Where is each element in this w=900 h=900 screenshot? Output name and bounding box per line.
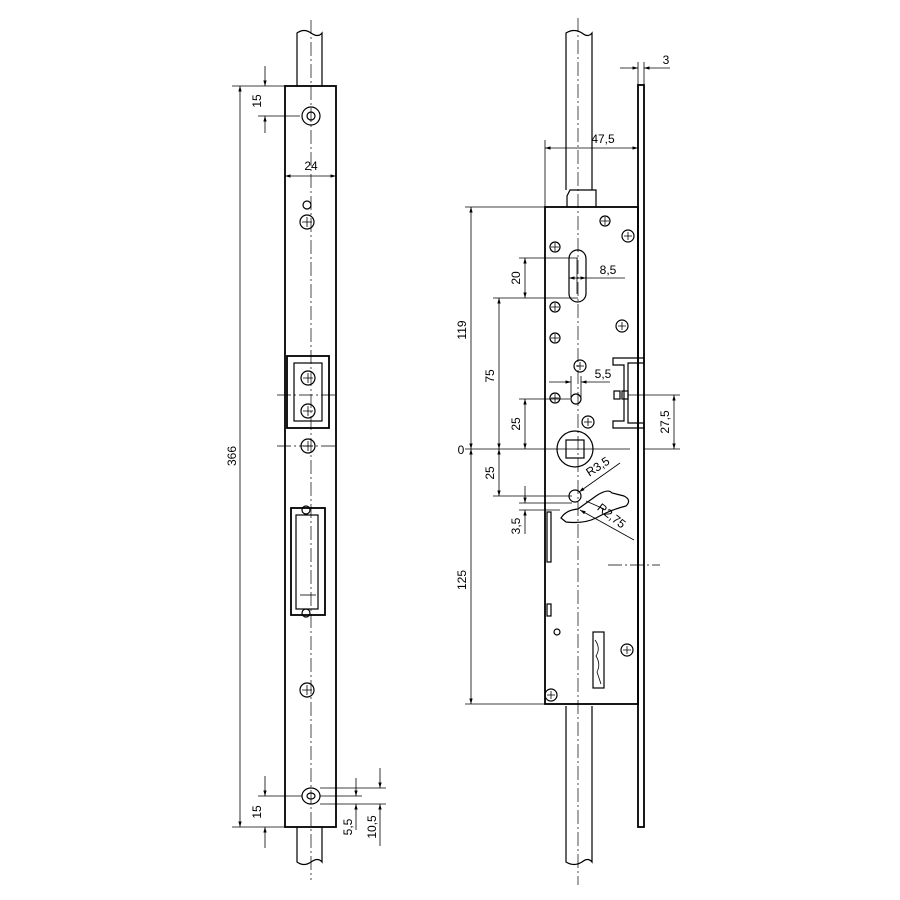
svg-text:0: 0 <box>458 443 465 457</box>
front-bolt-window <box>290 505 326 618</box>
dim-front-top-hole: 15 <box>232 66 300 133</box>
side-top-rod <box>565 29 593 190</box>
svg-text:47,5: 47,5 <box>591 132 615 146</box>
front-top-rod <box>296 29 323 86</box>
svg-text:366: 366 <box>225 446 239 466</box>
svg-text:15: 15 <box>250 805 264 819</box>
side-bottom-latch <box>592 631 605 689</box>
svg-text:5,5: 5,5 <box>341 818 355 835</box>
side-rod-connector <box>566 189 597 207</box>
svg-text:119: 119 <box>455 320 469 339</box>
dim-side-distance-25-upper: 25 <box>509 398 570 449</box>
side-slot-small <box>546 603 552 617</box>
svg-text:75: 75 <box>483 369 497 383</box>
side-latch <box>612 357 645 429</box>
dim-side-distance-75: 75 <box>483 297 519 449</box>
side-bottom-rod <box>565 706 593 866</box>
front-bottom-rod <box>296 827 323 866</box>
dim-side-lower-length: 125 <box>455 449 545 705</box>
svg-text:15: 15 <box>250 94 264 108</box>
svg-text:3: 3 <box>663 53 670 67</box>
dim-side-plate-thickness: 3 <box>620 53 670 85</box>
dim-side-hole: 5,5 <box>549 367 612 399</box>
svg-text:25: 25 <box>509 417 523 431</box>
dim-side-upper-length: 119 <box>455 206 545 449</box>
dim-side-distance-25-lower: 25 <box>483 449 572 497</box>
side-view: 3 47,5 119 20 8,5 <box>455 18 680 885</box>
side-slot-lower <box>546 511 552 563</box>
side-hole <box>570 393 582 405</box>
dim-side-backset: 47,5 <box>544 132 638 207</box>
dim-front-bottom-hole: 15 <box>232 776 302 848</box>
svg-text:3,5: 3,5 <box>509 517 523 534</box>
front-screw-icon <box>299 200 315 230</box>
svg-text:27,5: 27,5 <box>658 410 672 434</box>
side-lock-case <box>544 206 639 705</box>
svg-text:125: 125 <box>455 570 469 590</box>
front-top-hole <box>301 106 321 126</box>
dim-side-zero: 0 <box>458 443 630 457</box>
front-screw-icon <box>277 438 338 454</box>
dim-side-radius-3-5: R3,5 <box>578 454 621 493</box>
side-screw-icon <box>544 215 635 702</box>
side-pin <box>553 628 561 636</box>
dim-side-latch: 27,5 <box>628 394 680 450</box>
dim-side-slot-height: 20 <box>509 257 578 299</box>
front-screw-icon <box>299 682 315 698</box>
dim-front-width: 24 <box>285 159 336 178</box>
svg-text:R3,5: R3,5 <box>583 454 612 480</box>
svg-text:20: 20 <box>509 271 523 285</box>
dim-side-offset-3-5: 3,5 <box>509 486 572 534</box>
front-faceplate <box>284 85 337 828</box>
front-view: 15 24 366 15 5,5 <box>225 20 386 880</box>
svg-text:25: 25 <box>483 466 497 480</box>
svg-text:10,5: 10,5 <box>365 815 379 839</box>
dim-side-slot-width: 8,5 <box>568 263 625 285</box>
dim-front-bottom-offsets: 5,5 10,5 <box>320 768 386 846</box>
dim-front-overall-length: 366 <box>225 86 242 827</box>
side-faceplate <box>637 84 645 828</box>
front-latch-window <box>277 355 338 429</box>
svg-text:8,5: 8,5 <box>600 263 617 277</box>
svg-text:5,5: 5,5 <box>595 367 612 381</box>
svg-text:24: 24 <box>304 159 318 173</box>
